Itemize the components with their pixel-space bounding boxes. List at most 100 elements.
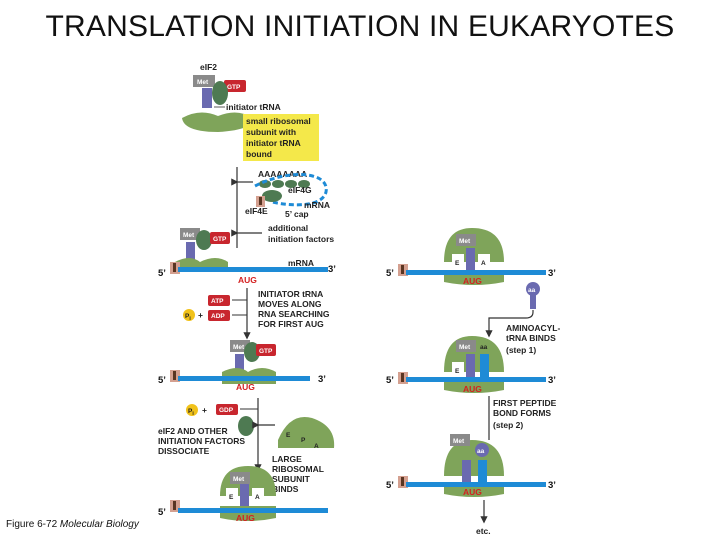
small-subunit-line3: initiator tRNA (246, 138, 301, 148)
stage-full-ribosome-left: Met E A 5’ AUG (158, 466, 328, 523)
mrna-strand-s1 (178, 267, 328, 272)
met-box (193, 75, 215, 87)
large-line4: BINDS (272, 484, 299, 494)
small-subunit-line1: small ribosomal (246, 116, 311, 126)
five-prime-r3: 5’ (386, 480, 394, 491)
atp-label: ATP (211, 298, 224, 305)
gdp-label: GDP (219, 407, 234, 414)
right-stage-1: Met E A 5’ 3’ AUG (386, 228, 556, 286)
site-e-r1: E (455, 260, 460, 267)
dissoc-line3: DISSOCIATE (158, 446, 210, 456)
three-prime-r1: 3’ (548, 268, 556, 279)
site-e-r2: E (455, 368, 460, 375)
site-a-free: A (314, 443, 319, 450)
aa-r3: aa (477, 448, 485, 455)
small-subunit-highlight-box (243, 114, 319, 161)
five-prime-r2: 5’ (386, 375, 394, 386)
small-subunit-line2: subunit with (246, 127, 296, 137)
met-label-s2: Met (233, 344, 245, 351)
five-prime-s2: 5’ (158, 375, 166, 386)
three-prime-r3: 3’ (548, 480, 556, 491)
five-prime-s3: 5’ (158, 507, 166, 518)
initiator-trna-label: initiator tRNA (226, 102, 281, 112)
page-title: TRANSLATION INITIATION IN EUKARYOTES (45, 10, 675, 43)
aminoacyl-line1: AMINOACYL- (506, 323, 560, 333)
small-ribosomal-subunit (182, 112, 253, 132)
plus-1: + (198, 310, 203, 320)
pi-label-2: Pi (188, 408, 194, 417)
site-a-s3: A (255, 494, 260, 501)
large-subunit-free (278, 416, 335, 448)
mrna-label-top: mRNA (304, 200, 330, 210)
three-prime-r2: 3’ (548, 375, 556, 386)
dissociation-step: Pi + GDP eIF2 AND OTHER INITIATION FACTO… (158, 398, 335, 494)
pi-label-1: Pi (185, 313, 191, 322)
aa-free: aa (528, 287, 536, 294)
mrna-label-s1: mRNA (288, 258, 314, 268)
polya-label: AAAAAAAA (258, 169, 307, 179)
aug-label-r3: AUG (463, 487, 482, 497)
scan-line2: MOVES ALONG (258, 299, 322, 309)
peptide-line2: BOND FORMS (493, 408, 551, 418)
scan-line1: INITIATOR tRNA (258, 289, 323, 299)
scanning-step: ATP Pi + ADP INITIATOR tRNA MOVES ALONG … (183, 288, 330, 340)
additional-line2: initiation factors (268, 234, 334, 244)
aug-label-s3: AUG (236, 513, 255, 523)
peptide-step: FIRST PEPTIDE BOND FORMS (step 2) (488, 396, 557, 440)
aug-label-s1: AUG (238, 275, 257, 285)
figure-caption: Figure 6-72 Molecular Biology (6, 519, 139, 530)
etc-step: etc. (476, 500, 491, 536)
large-line1: LARGE (272, 454, 302, 464)
five-prime-r1: 5’ (386, 268, 394, 279)
initiator-trna-shape (202, 88, 212, 108)
adp-label: ADP (211, 313, 225, 320)
stage-cap-binding: Met GTP 5’ mRNA 3’ AUG (158, 228, 336, 285)
site-e-s3: E (229, 494, 234, 501)
cap-label: 5’ cap (285, 209, 309, 219)
eif2-factor (212, 81, 228, 105)
top-complex: eIF2 Met GTP initiator tRNA small riboso… (182, 62, 319, 161)
aminoacyl-step: aa AMINOACYL- tRNA BINDS (step 1) (485, 282, 560, 355)
site-a-r1: A (481, 260, 486, 267)
met-label-s1: Met (183, 232, 195, 239)
three-prime-s2: 3’ (318, 374, 326, 385)
etc-label: etc. (476, 526, 491, 536)
met-label-s3: Met (233, 476, 245, 483)
aug-label-s2: AUG (236, 382, 255, 392)
aug-label-r2: AUG (463, 384, 482, 394)
large-line2: RIBOSOMAL (272, 464, 324, 474)
five-prime-s1: 5’ (158, 268, 166, 279)
large-line3: SUBUNIT (272, 474, 311, 484)
mrna-cap-complex: AAAAAAAA eIF4G eIF4E mRNA 5’ cap additio… (245, 169, 334, 244)
aminoacyl-line3: (step 1) (506, 345, 536, 355)
eif4g-factor (262, 190, 282, 202)
peptide-line3: (step 2) (493, 420, 523, 430)
dissoc-line2: INITIATION FACTORS (158, 436, 245, 446)
figure-number: Figure 6-72 (6, 519, 58, 530)
figure-source: Molecular Biology (59, 519, 139, 530)
right-stage-3: Met aa 5’ 3’ AUG (386, 434, 556, 497)
dissoc-line1: eIF2 AND OTHER (158, 426, 228, 436)
three-prime-s1: 3’ (328, 264, 336, 275)
aa-r2: aa (480, 344, 488, 351)
scan-line4: FOR FIRST AUG (258, 319, 324, 329)
site-p-free: P (301, 437, 306, 444)
circular-mrna (254, 173, 328, 207)
peptide-line1: FIRST PEPTIDE (493, 398, 557, 408)
gtp-label-s1: GTP (213, 236, 227, 243)
eif4g-label: eIF4G (288, 185, 312, 195)
met-label: Met (197, 79, 209, 86)
gtp-box (224, 80, 246, 92)
right-stage-2: Met aa E 5’ 3’ AUG (386, 336, 556, 394)
aug-label-r1: AUG (463, 276, 482, 286)
small-subunit-line4: bound (246, 149, 272, 159)
gtp-label-s2: GTP (259, 348, 273, 355)
scan-line3: RNA SEARCHING (258, 309, 330, 319)
aminoacyl-line2: tRNA BINDS (506, 333, 556, 343)
site-e-free: E (286, 432, 291, 439)
plus-2: + (202, 405, 207, 415)
stage-at-aug: Met GTP 5’ 3’ AUG (158, 340, 326, 392)
eif4e-label: eIF4E (245, 206, 268, 216)
additional-line1: additional (268, 223, 308, 233)
